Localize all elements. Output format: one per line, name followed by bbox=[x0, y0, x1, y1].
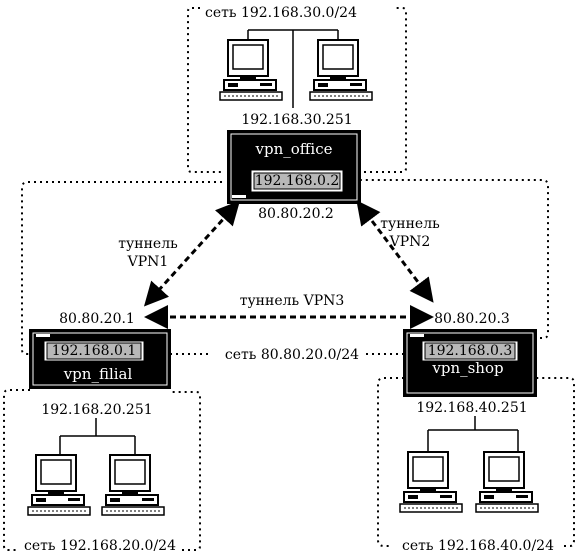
shop-vpn-ip: 192.168.0.3 bbox=[428, 343, 513, 359]
filial-lan-ip: 192.168.20.251 bbox=[41, 402, 152, 418]
filial-router-name: vpn_filial bbox=[63, 365, 133, 383]
vpn-filial-router: 192.168.0.1 vpn_filial bbox=[29, 329, 171, 389]
office-net-label: сеть 192.168.30.0/24 bbox=[205, 5, 357, 21]
shop-pc-2-icon bbox=[475, 451, 539, 513]
office-wan-ip: 80.80.20.2 bbox=[258, 206, 334, 222]
filial-net-label: сеть 192.168.20.0/24 bbox=[24, 538, 176, 554]
tunnel-vpn1-label-line2: VPN1 bbox=[127, 254, 169, 270]
office-router-name: vpn_office bbox=[255, 140, 333, 158]
vpn-office-router: vpn_office 192.168.0.2 bbox=[227, 130, 361, 204]
shop-lan-zone bbox=[377, 377, 575, 547]
filial-vpn-ip: 192.168.0.1 bbox=[52, 343, 137, 359]
filial-wan-ip: 80.80.20.1 bbox=[59, 311, 135, 327]
office-lan-ip: 192.168.30.251 bbox=[241, 112, 352, 128]
filial-pc-1-icon bbox=[27, 454, 91, 516]
office-pc-1-icon bbox=[219, 39, 283, 101]
wan-zone bbox=[21, 179, 549, 355]
office-vpn-ip: 192.168.0.2 bbox=[255, 173, 340, 189]
tunnel-vpn3-label: туннель VPN3 bbox=[240, 293, 345, 309]
filial-lan-zone bbox=[3, 389, 201, 551]
tunnel-vpn1-arrow bbox=[143, 200, 241, 307]
tunnel-vpn2-label-line1: туннель bbox=[380, 216, 440, 232]
wan-net-label: сеть 80.80.20.0/24 bbox=[225, 347, 359, 363]
shop-lan-ip: 192.168.40.251 bbox=[416, 400, 527, 416]
tunnel-vpn2-label-line2: VPN2 bbox=[389, 234, 431, 250]
filial-pc-2-icon bbox=[101, 454, 165, 516]
shop-net-label: сеть 192.168.40.0/24 bbox=[402, 538, 554, 554]
shop-pc-1-icon bbox=[399, 451, 463, 513]
shop-router-name: vpn_shop bbox=[431, 359, 503, 377]
office-lan-zone bbox=[187, 7, 407, 173]
shop-wan-ip: 80.80.20.3 bbox=[434, 311, 510, 327]
vpn-shop-router: 192.168.0.3 vpn_shop bbox=[403, 329, 537, 397]
office-pc-2-icon bbox=[309, 39, 373, 101]
tunnel-vpn1-label-line1: туннель bbox=[118, 236, 178, 252]
